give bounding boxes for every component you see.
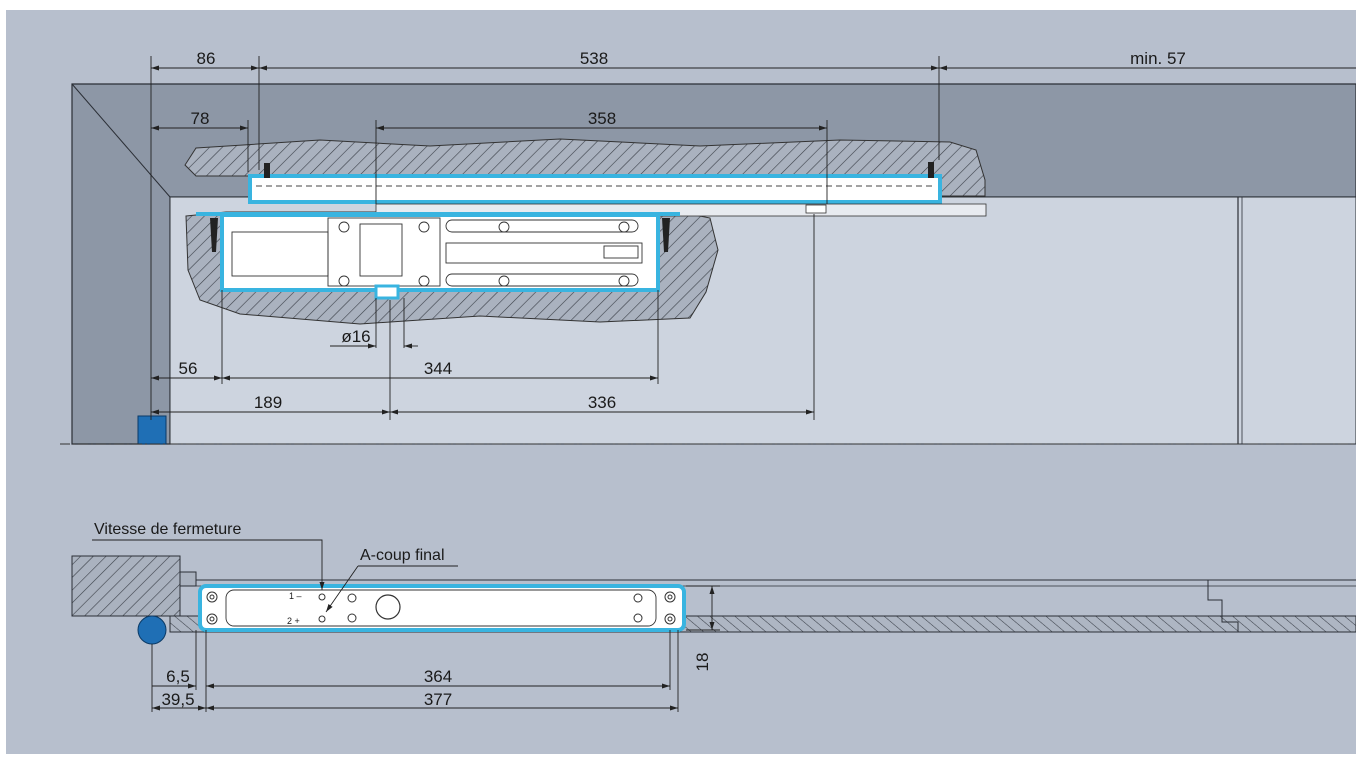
dim-6-5: 6,5 bbox=[166, 667, 190, 686]
pinion-hole bbox=[375, 594, 401, 620]
plate-inner bbox=[225, 589, 657, 627]
frame-rebate bbox=[179, 571, 197, 587]
final-kick-label: A-coup final bbox=[360, 547, 445, 564]
rail-screw-left bbox=[264, 163, 270, 178]
dim-78: 78 bbox=[191, 109, 210, 128]
frame-block-section bbox=[71, 555, 181, 617]
rail-screw-right bbox=[928, 162, 934, 178]
dim-18: 18 bbox=[693, 653, 712, 672]
hinge-top-view bbox=[137, 415, 167, 445]
dim-56: 56 bbox=[179, 359, 198, 378]
dim-364: 364 bbox=[424, 667, 452, 686]
closer-screw-left bbox=[210, 218, 218, 252]
dimension-lines-top bbox=[151, 65, 1356, 415]
closer-internals bbox=[231, 217, 643, 287]
valve-screws bbox=[318, 593, 326, 623]
label-leaders bbox=[92, 539, 458, 613]
door-rebate-profile bbox=[1207, 580, 1239, 632]
extension-lines-bottom bbox=[151, 585, 720, 712]
closer-screw-right bbox=[662, 218, 670, 252]
dim-336: 336 bbox=[588, 393, 616, 412]
rail-slider-block bbox=[805, 204, 827, 214]
dim-16: ø16 bbox=[341, 327, 370, 346]
slide-rail bbox=[248, 174, 942, 204]
frame-mitre-line bbox=[71, 83, 171, 198]
dim-min57: min. 57 bbox=[1130, 49, 1186, 68]
dim-344: 344 bbox=[424, 359, 452, 378]
valve-1-label: 1 – bbox=[289, 591, 302, 601]
hinge-front-view bbox=[137, 615, 167, 645]
dimension-lines-bottom bbox=[152, 586, 715, 711]
valve-2-label: 2 + bbox=[287, 616, 300, 626]
plate-mounting-holes bbox=[206, 591, 676, 625]
closing-speed-label: Vitesse de fermeture bbox=[94, 521, 241, 538]
dim-39-5: 39,5 bbox=[161, 690, 194, 709]
dim-538: 538 bbox=[580, 49, 608, 68]
extension-lines-top bbox=[150, 56, 940, 420]
dim-86: 86 bbox=[197, 49, 216, 68]
dim-377: 377 bbox=[424, 690, 452, 709]
dim-189: 189 bbox=[254, 393, 282, 412]
closer-pinion-box bbox=[374, 284, 400, 300]
dim-358: 358 bbox=[588, 109, 616, 128]
